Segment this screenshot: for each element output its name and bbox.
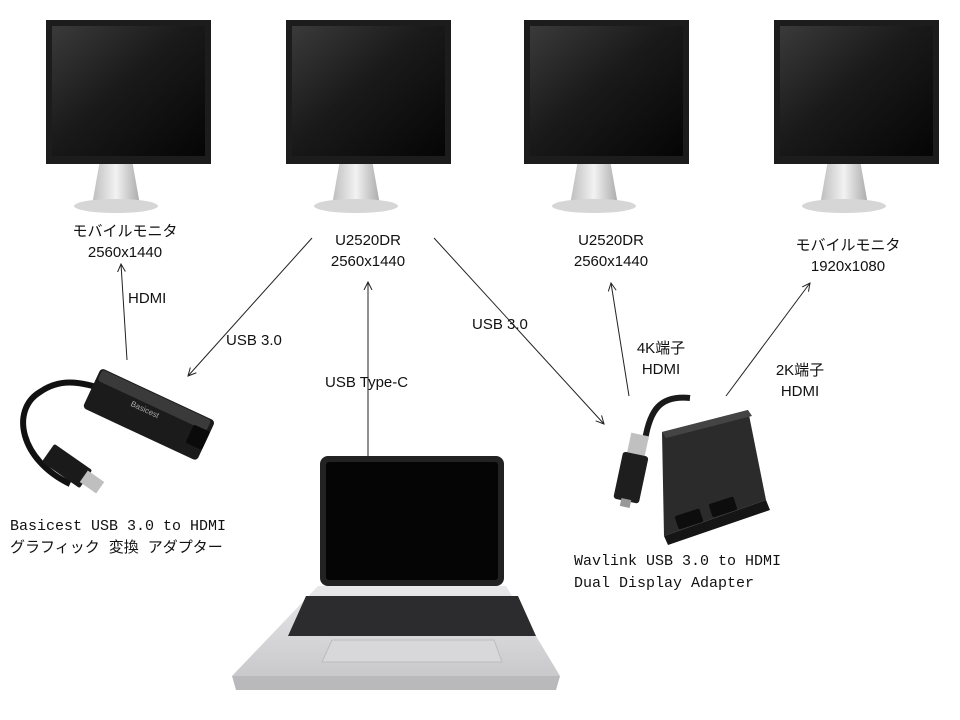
port-4k-label: 4K端子 HDMI bbox=[626, 338, 696, 380]
basicest-caption-line1: Basicest USB 3.0 to HDMI bbox=[10, 518, 227, 535]
usb-right-label: USB 3.0 bbox=[472, 316, 528, 333]
hdmi-2k-text: HDMI bbox=[780, 383, 820, 400]
monitor-1-name: モバイルモニタ bbox=[72, 223, 178, 240]
monitor-3-resolution: 2560x1440 bbox=[573, 253, 649, 270]
hdmi-left-label: HDMI bbox=[128, 290, 167, 307]
monitor-4-name: モバイルモニタ bbox=[795, 237, 901, 254]
monitor-2-label: U2520DR 2560x1440 bbox=[304, 230, 432, 272]
monitor-2-name: U2520DR bbox=[335, 232, 401, 249]
arrow-monitor2-to-basicest bbox=[188, 237, 313, 376]
monitor-3-image bbox=[524, 20, 689, 213]
hdmi-4k-text: HDMI bbox=[641, 361, 681, 378]
monitor-4-label: モバイルモニタ 1920x1080 bbox=[784, 235, 912, 277]
arrow-wavlink-to-monitor3 bbox=[611, 283, 630, 397]
monitor-3-name: U2520DR bbox=[578, 232, 644, 249]
monitor-2-resolution: 2560x1440 bbox=[330, 253, 406, 270]
arrow-basicest-to-monitor1 bbox=[121, 264, 128, 361]
usb-typec-label: USB Type-C bbox=[325, 374, 409, 391]
wavlink-caption-line2: Dual Display Adapter bbox=[574, 575, 755, 592]
basicest-caption: Basicest USB 3.0 to HDMI グラフィック 変換 アダプター bbox=[10, 516, 226, 560]
arrow-wavlink-to-monitor4 bbox=[725, 283, 810, 397]
monitor-1-label: モバイルモニタ 2560x1440 bbox=[61, 221, 189, 263]
port-4k-text: 4K端子 bbox=[636, 340, 686, 357]
usb-left-label: USB 3.0 bbox=[226, 332, 282, 349]
arrow-monitor2-to-wavlink bbox=[433, 237, 604, 424]
monitor-4-image bbox=[774, 20, 939, 213]
basicest-caption-line2: グラフィック 変換 アダプター bbox=[10, 540, 223, 557]
basicest-adapter-image: Basicest bbox=[20, 369, 214, 494]
wavlink-caption: Wavlink USB 3.0 to HDMI Dual Display Ada… bbox=[574, 551, 781, 595]
laptop-image bbox=[232, 456, 560, 690]
monitor-2-image bbox=[286, 20, 451, 213]
monitor-1-image bbox=[46, 20, 211, 213]
monitor-4-resolution: 1920x1080 bbox=[810, 258, 886, 275]
monitor-1-resolution: 2560x1440 bbox=[87, 244, 163, 261]
wavlink-adapter-image bbox=[613, 394, 770, 545]
monitor-3-label: U2520DR 2560x1440 bbox=[547, 230, 675, 272]
port-2k-label: 2K端子 HDMI bbox=[765, 360, 835, 402]
port-2k-text: 2K端子 bbox=[775, 362, 825, 379]
wavlink-caption-line1: Wavlink USB 3.0 to HDMI bbox=[574, 553, 782, 570]
